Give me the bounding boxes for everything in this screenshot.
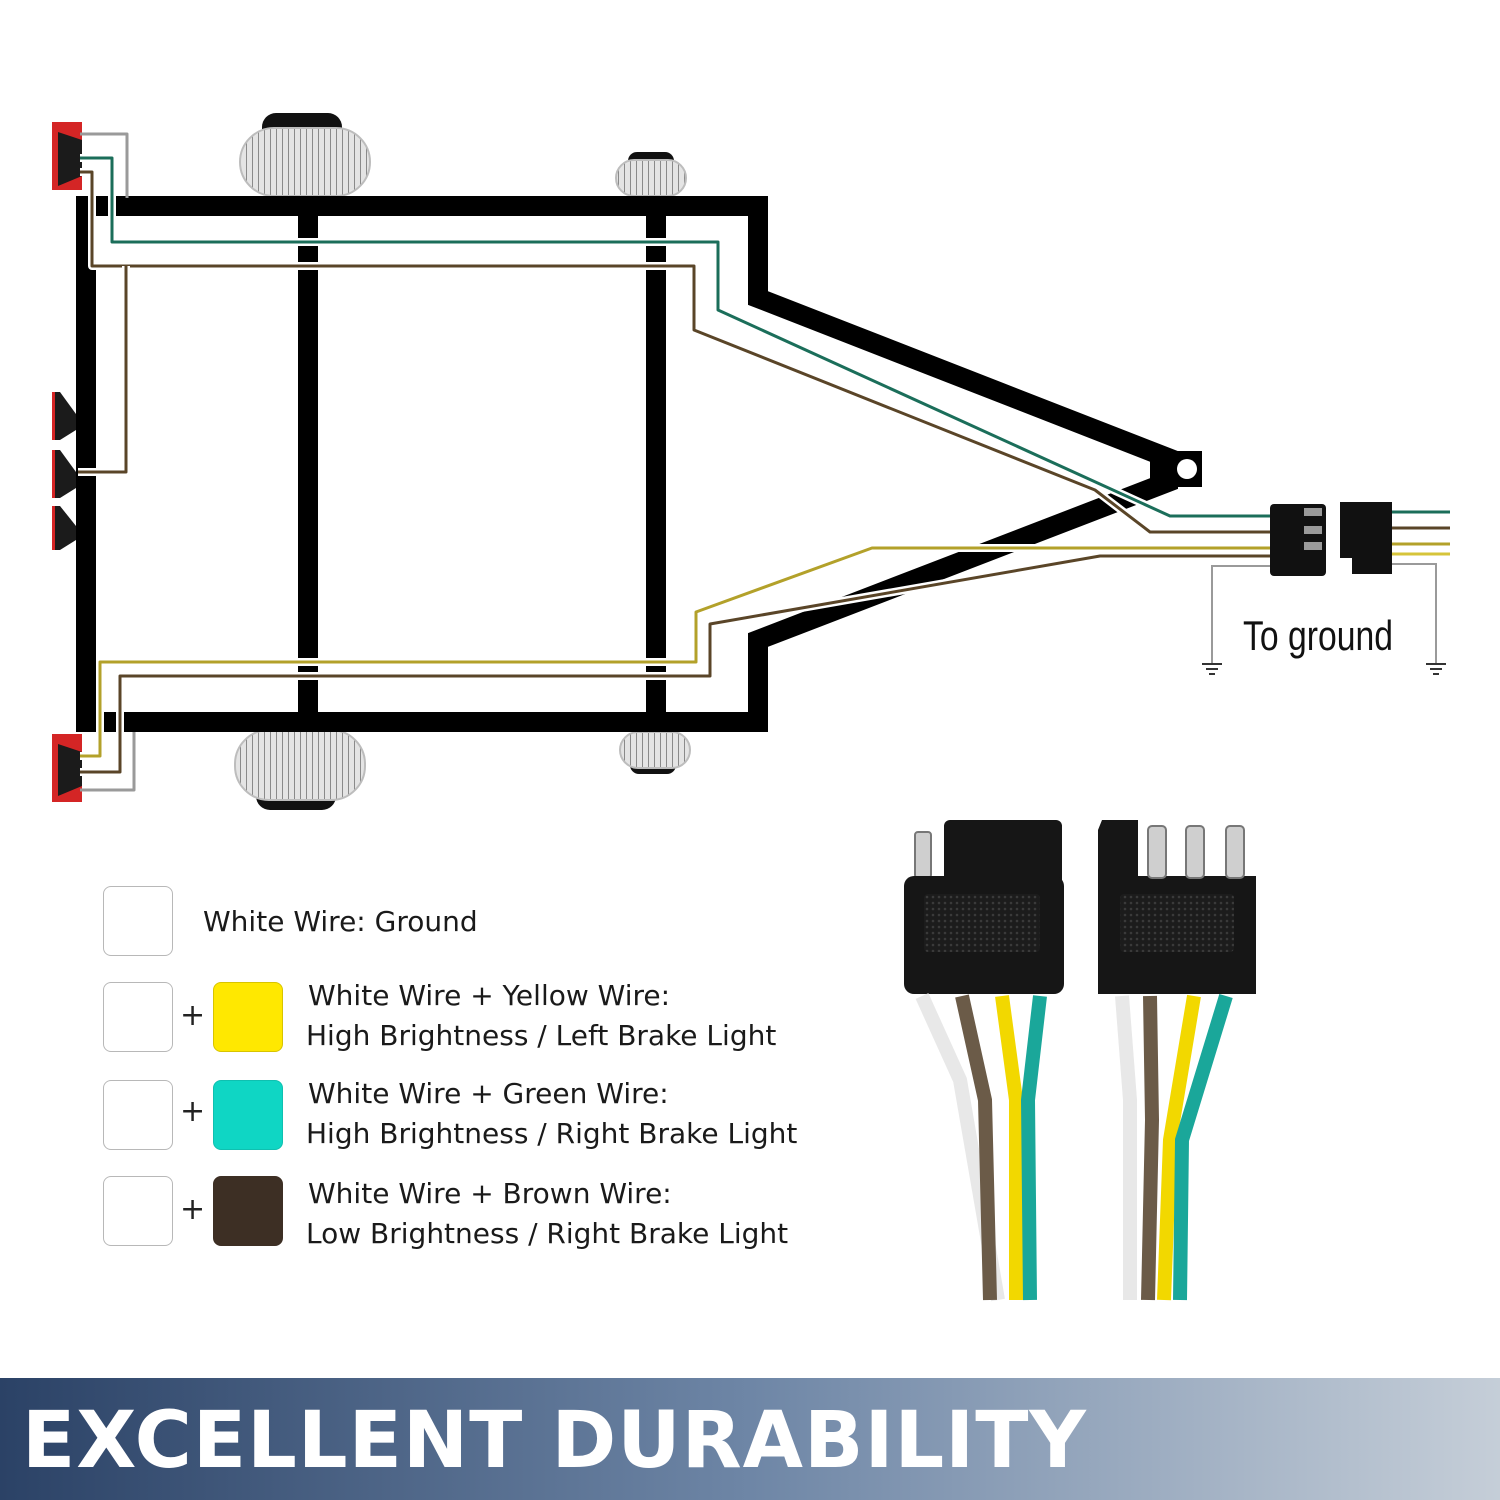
plus-sign: + [180, 998, 206, 1033]
ground-symbol-left [1202, 663, 1222, 675]
hitch-coupler [1150, 451, 1202, 487]
bottom-banner: EXCELLENT DURABILITY [0, 1378, 1500, 1500]
diagram-connector-vehicle-side [1340, 502, 1392, 574]
tire-top-left [239, 113, 371, 197]
tail-light-bottom [52, 734, 82, 802]
plus-sign: + [180, 1192, 206, 1227]
ground-symbol-right [1426, 663, 1446, 675]
legend-row-brown: + White Wire + Brown Wire: Low Brightnes… [0, 1176, 860, 1256]
legend-row-green: + White Wire + Green Wire: High Brightne… [0, 1077, 860, 1160]
tire-top-right [615, 152, 687, 197]
legend-line2: Low Brightness / Right Brake Light [306, 1217, 789, 1250]
diagram-connector-trailer-side [1270, 504, 1326, 576]
legend-row-yellow: + White Wire + Yellow Wire: High Brightn… [0, 979, 860, 1062]
tail-light-top [52, 122, 82, 190]
legend-line2: High Brightness / Right Brake Light [306, 1117, 798, 1150]
green-swatch [213, 1080, 283, 1150]
plus-sign: + [180, 1094, 206, 1129]
legend-line2: High Brightness / Left Brake Light [306, 1019, 777, 1052]
banner-title: EXCELLENT DURABILITY [22, 1396, 1087, 1486]
yellow-swatch [213, 982, 283, 1052]
marker-lights [52, 392, 76, 550]
to-ground-label: To ground [1243, 612, 1393, 659]
legend-line1: White Wire: Ground [203, 905, 478, 938]
product-connector-male [1098, 820, 1256, 1301]
legend-line1: White Wire + Brown Wire: [308, 1177, 672, 1210]
wire-runs [78, 132, 1450, 792]
white-swatch [103, 886, 173, 956]
trailer-frame [76, 196, 1178, 732]
legend-line1: White Wire + Green Wire: [308, 1077, 669, 1110]
tire-bottom-right [619, 731, 691, 774]
tire-bottom-left [234, 729, 366, 810]
brown-swatch [213, 1176, 283, 1246]
legend-row-ground: White Wire: Ground [0, 886, 860, 966]
white-swatch [103, 982, 173, 1052]
legend-line1: White Wire + Yellow Wire: [308, 979, 671, 1012]
product-connector-female [904, 820, 1064, 1302]
white-swatch [103, 1176, 173, 1246]
ground-leads [1211, 563, 1437, 664]
white-swatch [103, 1080, 173, 1150]
